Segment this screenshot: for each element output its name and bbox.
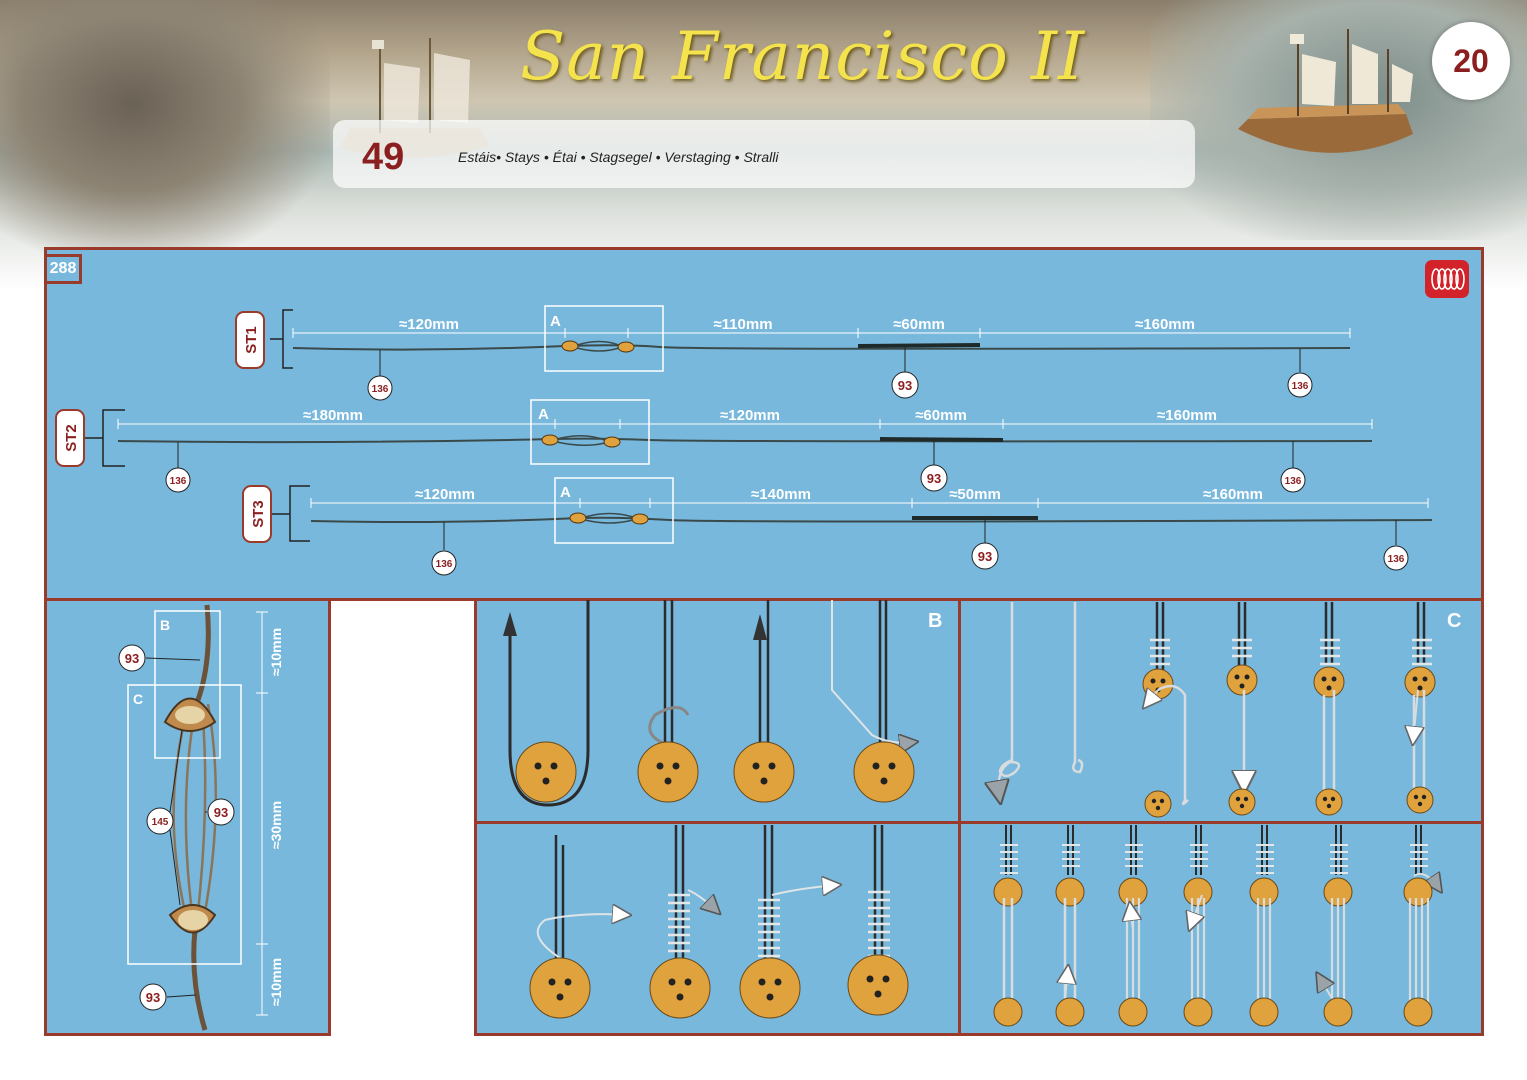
stay-st2: ST2 ≈180mm ≈120mm ≈60mm ≈160mm A 136 93 … xyxy=(55,399,1373,493)
st3-segment-2: ≈140mm xyxy=(751,486,811,503)
st2-part-136-left: 136 xyxy=(170,476,187,487)
thread-coil-icon xyxy=(1425,260,1469,298)
st1-segment-4: ≈160mm xyxy=(1135,316,1195,333)
st1-segment-1: ≈120mm xyxy=(399,316,459,333)
st3-segment-4: ≈160mm xyxy=(1203,486,1263,503)
stay-label-st2: ST2 xyxy=(63,424,80,452)
detail-part-93-bottom: 93 xyxy=(146,990,160,1005)
st2-segment-1: ≈180mm xyxy=(303,407,363,424)
detail-box-c: C xyxy=(133,691,143,707)
stay-st3: ST3 ≈120mm ≈140mm ≈50mm ≈160mm A 136 93 … xyxy=(242,477,1433,576)
st3-segment-3: ≈50mm xyxy=(949,486,1001,503)
st1-part-136-right: 136 xyxy=(1292,381,1309,392)
sequence-b-label: B xyxy=(928,610,942,632)
st3-part-136-left: 136 xyxy=(436,559,453,570)
st2-segment-2: ≈120mm xyxy=(720,407,780,424)
sequence-c-label: C xyxy=(1447,610,1461,632)
sequence-c-bottom xyxy=(958,821,1484,1036)
cannon-photo xyxy=(0,0,330,260)
st3-part-93: 93 xyxy=(978,549,992,564)
stay-label-st3: ST3 xyxy=(250,500,267,528)
st1-detail-a: A xyxy=(550,313,561,330)
detail-dim-30mm: ≈30mm xyxy=(268,801,284,849)
st3-segment-1: ≈120mm xyxy=(415,486,475,503)
st3-part-136-right: 136 xyxy=(1388,554,1405,565)
st3-detail-a: A xyxy=(560,484,571,501)
detail-part-93-mid: 93 xyxy=(214,805,228,820)
detail-dim-10mm-bottom: ≈10mm xyxy=(268,958,284,1006)
st2-segment-4: ≈160mm xyxy=(1157,407,1217,424)
detail-panel-left xyxy=(44,598,331,1036)
step-number: 49 xyxy=(362,136,405,178)
sequence-c-top xyxy=(958,598,1484,824)
st1-segment-3: ≈60mm xyxy=(893,316,945,333)
page-number-badge: 20 xyxy=(1432,22,1510,100)
st2-segment-3: ≈60mm xyxy=(915,407,967,424)
panel-number: 288 xyxy=(44,254,82,284)
ship-photo-right xyxy=(1238,29,1413,153)
detail-box-b: B xyxy=(160,617,170,633)
stay-label-st1: ST1 xyxy=(243,326,260,354)
step-caption: Estáis• Stays • Étai • Stagsegel • Verst… xyxy=(458,149,779,165)
st1-part-136-left: 136 xyxy=(372,384,389,395)
sequence-b-bottom-steps xyxy=(529,825,909,1019)
st2-part-93: 93 xyxy=(927,471,941,486)
st2-part-136-right: 136 xyxy=(1285,476,1302,487)
step-caption-bar xyxy=(333,120,1195,188)
deadeye-detail: B C 93 93 145 93 ≈10mm ≈30mm ≈10mm xyxy=(118,604,284,1031)
st1-segment-2: ≈110mm xyxy=(713,316,772,333)
page-title: San Francisco II xyxy=(520,18,1086,95)
st1-part-93: 93 xyxy=(898,378,912,393)
detail-part-93-top: 93 xyxy=(125,651,139,666)
sequence-b-steps: B xyxy=(503,600,942,807)
stay-st1: ST1 ≈120mm ≈110mm ≈60mm ≈160mm A 136 93 … xyxy=(235,305,1351,401)
st2-detail-a: A xyxy=(538,406,549,423)
detail-part-145: 145 xyxy=(152,817,169,828)
detail-dim-10mm-top: ≈10mm xyxy=(268,628,284,676)
header-banner xyxy=(0,0,1527,290)
sequence-c-bottom-steps xyxy=(993,825,1440,1027)
sequence-c-steps: C xyxy=(999,602,1461,818)
